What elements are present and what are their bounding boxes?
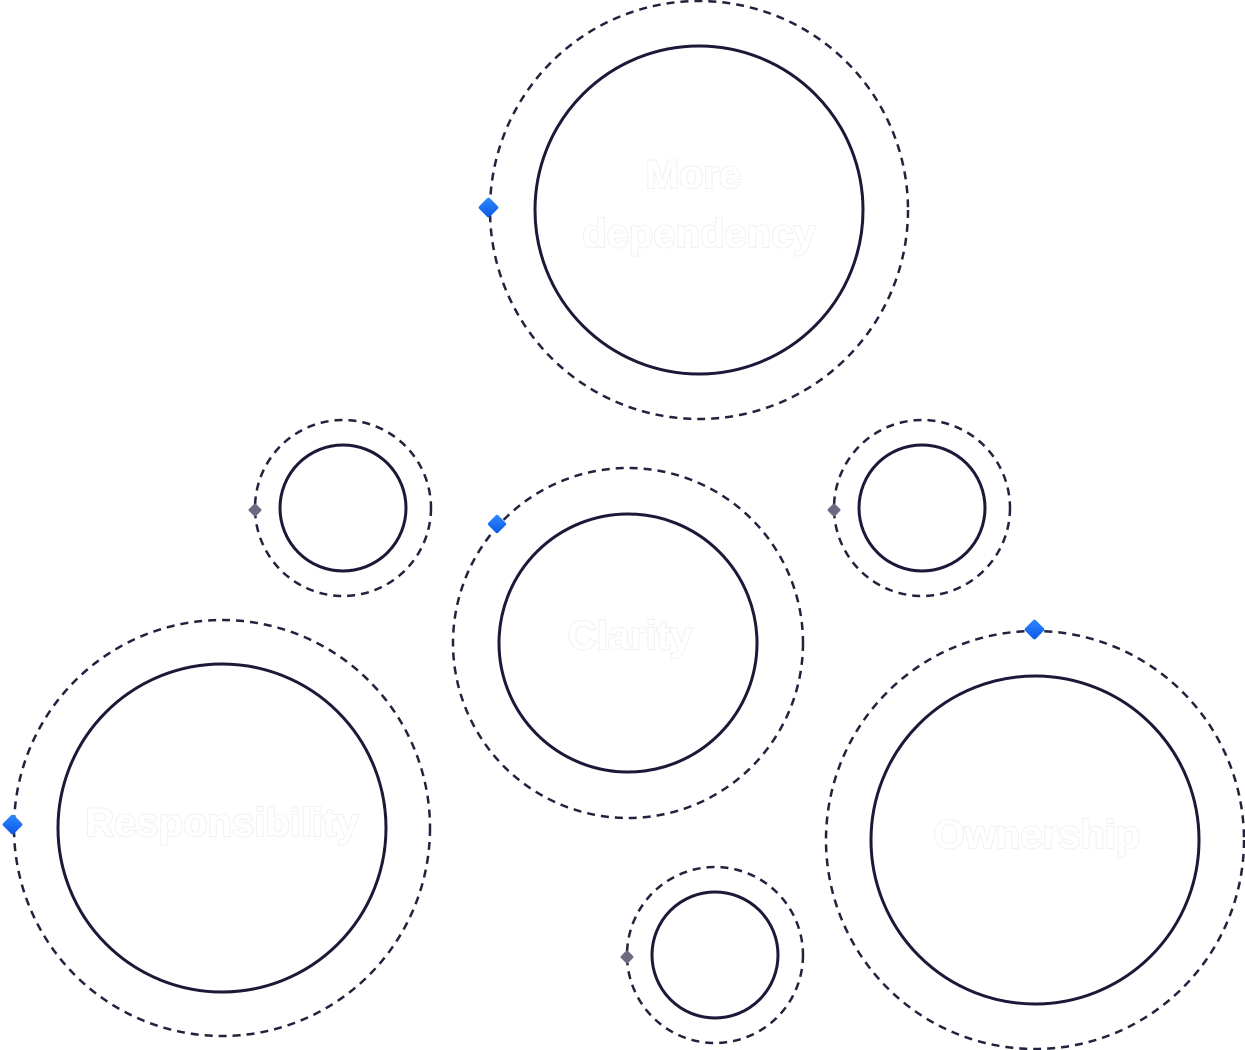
node-small-bottom — [620, 865, 805, 1045]
node-label-line: Ownership — [934, 813, 1141, 857]
node-label: More dependency — [582, 153, 816, 256]
node-inner-circle — [857, 443, 987, 573]
node-clarity: Clarity — [451, 466, 805, 820]
node-marker-diamond — [620, 950, 634, 964]
node-label: Clarity — [568, 614, 693, 658]
node-inner-circle — [497, 512, 759, 774]
node-marker-diamond — [478, 197, 499, 218]
node-outer-ring — [451, 466, 805, 820]
node-label: Ownership — [934, 813, 1141, 857]
node-outer-ring — [12, 618, 432, 1038]
node-outer-ring — [832, 418, 1012, 598]
node-responsibility: Responsibility — [2, 618, 432, 1038]
node-label-line: dependency — [582, 212, 816, 256]
node-label-line: More — [646, 153, 742, 197]
node-marker-diamond — [827, 503, 841, 517]
node-outer-ring — [253, 418, 433, 598]
node-inner-circle — [533, 44, 865, 376]
node-small-right — [827, 418, 1012, 598]
node-inner-circle — [278, 443, 408, 573]
node-outer-ring — [625, 865, 805, 1045]
node-marker-diamond — [487, 514, 507, 534]
node-marker-diamond — [2, 814, 23, 835]
node-inner-circle — [869, 674, 1201, 1006]
node-small-left — [248, 418, 433, 598]
node-marker-diamond — [1024, 619, 1045, 640]
node-outer-ring — [488, 0, 910, 421]
node-label-line: Responsibility — [85, 801, 359, 845]
node-label-line: Clarity — [568, 614, 693, 658]
node-label: Responsibility — [85, 801, 359, 845]
node-ownership: Ownership — [824, 619, 1245, 1050]
node-inner-circle — [650, 890, 780, 1020]
node-more-dependency: More dependency — [478, 0, 910, 421]
node-marker-diamond — [248, 503, 262, 517]
node-inner-circle — [56, 662, 388, 994]
